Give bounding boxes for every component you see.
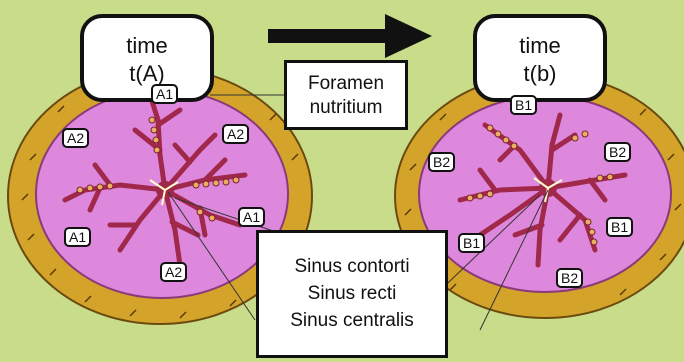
- right-time-line2: t(b): [477, 60, 603, 88]
- left-time-line2: t(A): [84, 60, 210, 88]
- tag-left-a1-top: A1: [151, 84, 178, 104]
- tag-left-a1-left: A1: [64, 227, 91, 247]
- tag-right-b2-bottom: B2: [556, 268, 583, 288]
- sinus-line2: Sinus recti: [259, 280, 445, 307]
- tag-left-a1-right: A1: [238, 207, 265, 227]
- tag-right-b2-right: B2: [604, 142, 631, 162]
- right-time-line1: time: [477, 32, 603, 60]
- sinus-line1: Sinus contorti: [259, 253, 445, 280]
- right-arrow-icon: [268, 14, 432, 58]
- tag-left-a2-upper-right: A2: [222, 124, 249, 144]
- sinus-line3: Sinus centralis: [259, 307, 445, 334]
- left-time-callout: time t(A): [80, 14, 214, 102]
- foramen-label-box: Foramen nutritium: [284, 60, 408, 130]
- tag-right-b1-lower-left: B1: [458, 233, 485, 253]
- tag-right-b2-left: B2: [428, 152, 455, 172]
- tag-left-a2-upper-left: A2: [62, 128, 89, 148]
- tag-right-b1-right: B1: [606, 217, 633, 237]
- left-time-line1: time: [84, 32, 210, 60]
- right-time-callout: time t(b): [473, 14, 607, 102]
- sinus-label-box: Sinus contorti Sinus recti Sinus central…: [256, 230, 448, 358]
- foramen-line2: nutritium: [287, 96, 405, 120]
- tag-left-a2-bottom: A2: [160, 262, 187, 282]
- foramen-line1: Foramen: [287, 72, 405, 96]
- tag-right-b1-top: B1: [510, 95, 537, 115]
